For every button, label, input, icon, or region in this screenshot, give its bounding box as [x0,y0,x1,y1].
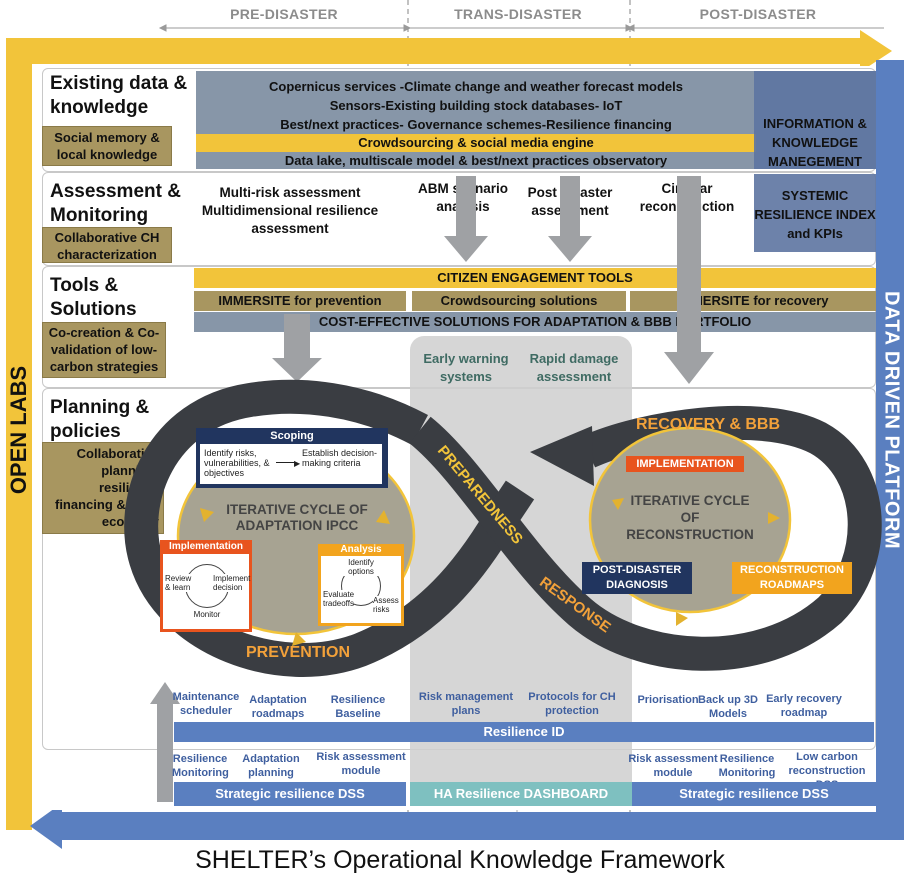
analysis-assess-text: Assess risks [373,596,399,614]
protocols-ch-protection: Protocols for CH protection [528,691,616,717]
systemic-box-bg [754,174,876,252]
cost-effective-band: COST-EFFECTIVE SOLUTIONS FOR ADAPTATION … [194,312,876,332]
iterative-reconstruction-label: ITERATIVE CYCLE OF RECONSTRUCTION [626,493,754,542]
iterative-adaptation-label: ITERATIVE CYCLE OF ADAPTATION IPCC [226,502,368,533]
backup-3d-models: Back up 3D Models [698,694,758,720]
data-lake-line: Data lake, multiscale model & best/next … [284,153,668,168]
risk-management-plans: Risk management plans [418,691,514,717]
post-disaster-diagnosis-box: POST-DISASTER DIAGNOSIS [582,562,692,594]
adaptation-roadmaps: Adaptation roadmaps [249,694,307,720]
preparedness-label: PREPAREDNESS [433,442,527,548]
social-memory-box: Social memory & local knowledge [42,126,172,166]
impl-review-text: Review & learn [165,574,195,592]
resilience-monitoring-left: Resilience Monitoring [172,753,229,779]
scoping-box: Scoping Identify risks, vulnerabilities,… [196,428,388,488]
reconstruction-roadmaps-box: RECONSTRUCTION ROADMAPS [732,562,852,594]
impl-monitor-text: Monitor [193,610,221,619]
risk-assessment-module-right: Risk assessment module [628,753,718,779]
ha-resilience-dashboard: HA Resilience DASHBOARD [410,782,632,806]
immersite-prevention-box: IMMERSITE for prevention [194,291,406,311]
phase-trans-disaster: TRANS-DISASTER [454,6,582,22]
row-title-tools: Tools & Solutions [50,275,137,320]
existing-data-lines: Copernicus services -Climate change and … [196,77,756,134]
implementation-left-box: Implementation Review & learn Implement … [160,540,252,632]
analysis-evaluate-text: Evaluate tradeoffs [323,590,355,608]
crowdsourcing-engine-band: Crowdsourcing & social media engine [196,134,756,152]
risk-assessment-module-left: Risk assessment module [316,751,406,777]
impl-implement-text: Implement decision [213,574,251,592]
copernicus-line: Copernicus services -Climate change and … [269,79,683,94]
priorisation: Priorisation [637,694,699,706]
response-label: RESPONSE [536,573,614,637]
maintenance-scheduler: Maintenance scheduler [172,691,240,717]
strategic-dss-right: Strategic resilience DSS [632,782,876,806]
info-knowledge-box-bg [754,71,876,169]
crowdsourcing-solutions-box: Crowdsourcing solutions [412,291,626,311]
scoping-criteria-text: Establish decision-making criteria [302,448,378,468]
early-recovery-roadmap: Early recovery roadmap [766,693,842,719]
citizen-engagement-band: CITIZEN ENGAGEMENT TOOLS [194,268,876,288]
sensors-line: Sensors-Existing building stock database… [329,98,623,113]
phase-post-disaster: POST-DISASTER [699,6,817,22]
recovery-label: RECOVERY & BBB [636,416,781,433]
resilience-id-band: Resilience ID [174,722,874,742]
resilience-monitoring-right: Resilience Monitoring [718,753,776,779]
row-title-planning: Planning & policies [50,397,150,442]
implementation-right-box: IMPLEMENTATION [626,456,744,472]
collab-ch-box: Collaborative CH characterization [42,227,172,263]
prevention-label: PREVENTION [245,644,350,661]
analysis-box: Analysis Identify options Evaluate trade… [318,544,404,626]
info-knowledge-box: INFORMATION & KNOWLEDGE MANEGEMENT [763,116,867,169]
analysis-identify-text: Identify options [343,558,379,576]
strategic-dss-left: Strategic resilience DSS [174,782,406,806]
systemic-box: SYSTEMIC RESILIENCE INDEX and KPIs [754,188,876,241]
rapid-damage-text: Rapid damage assessment [529,351,619,384]
practices-line: Best/next practices- Governance schemes-… [280,117,672,132]
phase-pre-disaster: PRE-DISASTER [230,6,338,22]
framework-caption: SHELTER’s Operational Knowledge Framewor… [195,846,725,874]
row-title-assessment: Assessment & Monitoring [50,181,181,226]
multi-risk-text: Multi-risk assessment Multidimensional r… [201,185,379,236]
resilience-baseline: Resilience Baseline [330,694,386,720]
co-creation-box: Co-creation & Co-validation of low-carbo… [42,322,166,378]
row-title-existing: Existing data & knowledge [50,73,188,118]
early-warning-text: Early warning systems [423,351,509,384]
scoping-identify-text: Identify risks, vulnerabilities, & objec… [204,448,270,478]
